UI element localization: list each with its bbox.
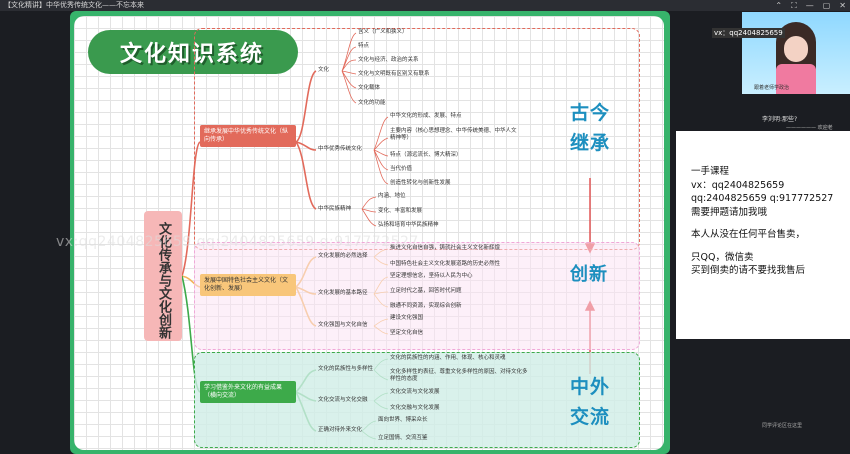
leaf: 变化、丰富和发展	[378, 208, 423, 214]
notice-line: 一手课程	[691, 166, 730, 177]
leaf: 含义（广义和狭义）	[358, 29, 408, 35]
notice-line: 本人从没在任何平台售卖，	[691, 229, 806, 240]
leaf: 立足时代之基，回答时代问题	[390, 288, 462, 294]
left-rail	[0, 11, 70, 454]
leaf: 坚定理想信念，坚持以人民为中心	[390, 273, 473, 279]
node-foreign-culture: 正确对待外来文化	[318, 427, 363, 433]
node-exchange-blend: 文化交流与文化交融	[318, 397, 368, 403]
notice-line: vx：qq2404825659	[691, 179, 785, 191]
chat-line: —————— 欢迎老	[786, 125, 833, 131]
leaf: 融通不同资源，实现综合创新	[390, 303, 462, 309]
chat-footer[interactable]: 同学评论区在这里	[762, 423, 803, 429]
leaf: 坚定文化自信	[390, 330, 424, 336]
leaf: 特点（源远流长、博大精深）	[390, 152, 462, 158]
label-heritage: 古今继承	[569, 102, 610, 154]
leaf: 立足国情、交流互鉴	[378, 435, 428, 441]
notice-line: 需要押题请加我哦	[691, 206, 768, 218]
label-innovation: 创新	[570, 264, 608, 285]
chat-line: 李刘明:那些?	[762, 116, 798, 123]
label-exchange: 中外交流	[569, 376, 610, 428]
leaf: 文化多样性的表征、尊重文化多样性的原因、对待文化多样性的态度	[390, 369, 528, 382]
leaf: 文化交融与文化发展	[390, 405, 440, 411]
fullscreen-icon[interactable]: ⛶	[791, 1, 797, 10]
node-cultural-power: 文化强国与文化自信	[318, 322, 368, 328]
leaf: 当代价值	[390, 166, 413, 172]
node-inevitable-choice: 文化发展的必然选择	[318, 253, 368, 259]
leaf: 中国特色社会主义文化发展道路的历史必然性	[390, 261, 501, 267]
leaf: 文化的功能	[358, 100, 386, 106]
title-badge	[88, 30, 298, 74]
leaf: 特点	[358, 43, 370, 49]
notice-line: 买到倒卖的请不要找我售后	[691, 265, 806, 276]
leaf: 推进文化自信自强，铸就社会主义文化新辉煌	[390, 245, 501, 251]
branch-exchange: 学习借鉴外来文化的有益成果（横向交流）	[200, 381, 296, 403]
leaf: 文化与经济、政治的关系	[358, 57, 419, 63]
node-nationality-diversity: 文化的民族性与多样性	[318, 366, 374, 372]
root-node: 文化传承与文化创新	[144, 211, 182, 341]
maximize-icon[interactable]: ▢	[822, 1, 831, 10]
branch-innovation: 发展中国特色社会主义文化（文化创新、发展）	[200, 274, 296, 296]
window-title: 【文化精讲】中华优秀传统文化——不忘本来	[4, 1, 144, 9]
seller-notice: 一手课程 vx：qq2404825659 qq:2404825659 q:917…	[676, 131, 850, 339]
minimize-icon[interactable]: —	[805, 1, 814, 10]
teacher-clothes	[776, 64, 816, 94]
node-basic-path: 文化发展的基本路径	[318, 290, 368, 296]
leaf: 文化的民族性的内涵、作用、体现、核心和灵魂	[390, 355, 506, 361]
innovation-dashed-box	[194, 242, 640, 350]
mindmap-canvas: 文化知识系统 文化传承与文化创新 继承发展中华优秀传统文化（纵向传承） 发展中国…	[74, 16, 664, 450]
leaf: 主要内容（核心思想理念、中华传统美德、中华人文精神等）	[390, 128, 517, 141]
leaf: 文化载体	[358, 85, 381, 91]
teacher-video: vx：qq2404825659 跟着老师学政治	[712, 12, 850, 94]
leaf: 内涵、地位	[378, 193, 406, 199]
notice-line: 只QQ，微信卖	[691, 251, 754, 263]
video-overlay-text: vx：qq2404825659	[712, 28, 785, 38]
node-national-spirit: 中华民族精神	[318, 206, 352, 212]
notice-line: qq:2404825659 q:917772527	[691, 193, 834, 204]
close-icon[interactable]: ✕	[839, 1, 846, 10]
leaf: 面向世界、博采众长	[378, 417, 428, 423]
node-traditional-culture: 中华优秀传统文化	[318, 146, 363, 152]
leaf: 文化交流与文化发展	[390, 389, 440, 395]
mindmap-title: 文化知识系统	[120, 42, 265, 67]
teacher-face	[784, 36, 808, 62]
window-titlebar: 【文化精讲】中华优秀传统文化——不忘本来 ⌃ ⛶ — ▢ ✕	[0, 0, 850, 11]
node-culture: 文化	[318, 67, 330, 73]
branch-heritage: 继承发展中华优秀传统文化（纵向传承）	[200, 125, 296, 147]
window-controls: ⌃ ⛶ — ▢ ✕	[775, 0, 846, 11]
watermark: vx:qq2404825659 qq:2404825659 q:91777252…	[56, 234, 419, 250]
leaf: 中华文化的形成、发展、特点	[390, 113, 462, 119]
video-caption: 跟着老师学政治	[754, 85, 790, 91]
leaf: 创造性转化与创新性发展	[390, 180, 451, 186]
leaf: 建设文化强国	[390, 315, 424, 321]
leaf: 弘扬和培育中华民族精神	[378, 222, 439, 228]
leaf: 文化与文明既有区别又有联系	[358, 71, 430, 77]
collapse-icon[interactable]: ⌃	[775, 1, 783, 10]
